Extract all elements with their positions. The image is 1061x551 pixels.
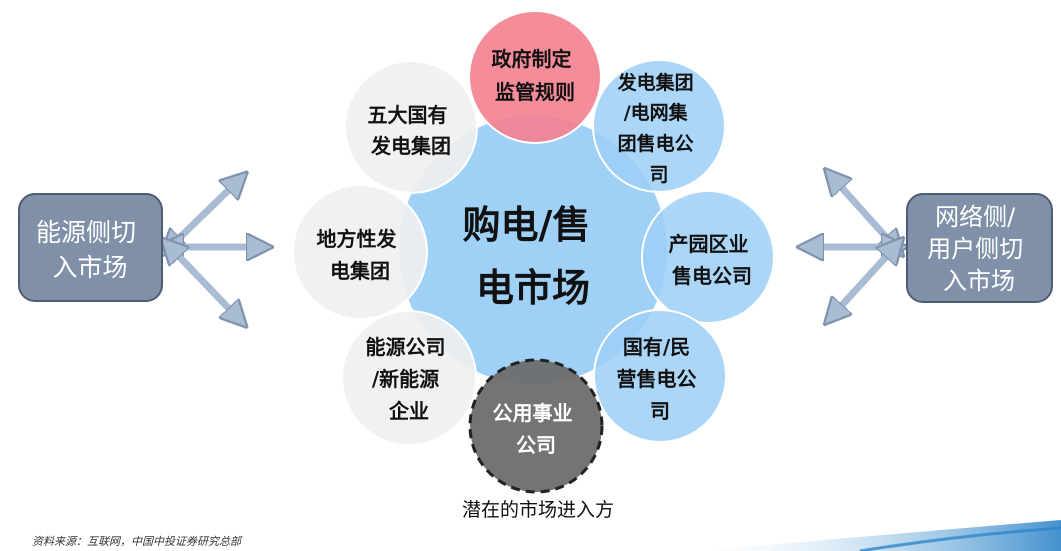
svg-text:国有/民 营售电公 司: 国有/民 营售电公 司 bbox=[617, 335, 704, 423]
decorative-swoosh-line bbox=[859, 526, 1061, 551]
right-entry-box: 网络侧/ 用户侧切 入市场 bbox=[906, 193, 1053, 303]
svg-text:公用事业 公司: 公用事业 公司 bbox=[493, 401, 580, 457]
left-entry-box: 能源侧切 入市场 bbox=[18, 193, 163, 302]
satellite-five-state-gen: 五大国有 发电集团 bbox=[344, 60, 478, 194]
satellite-state-private-sales: 国有/民 营售电公 司 bbox=[593, 309, 727, 443]
satellite-gen-grid-sales: 发电集团 /电网集 团售电公 司 bbox=[592, 59, 726, 193]
decorative-swoosh bbox=[700, 520, 1061, 551]
svg-text:产园区业 售电公司: 产园区业 售电公司 bbox=[669, 232, 756, 288]
svg-text:政府制定 监管规则: 政府制定 监管规则 bbox=[492, 47, 579, 104]
svg-text:能源公司 /新能源 企业: 能源公司 /新能源 企业 bbox=[366, 335, 453, 423]
right-arrows bbox=[810, 178, 895, 315]
left-arrows bbox=[170, 181, 260, 318]
svg-text:发电集团 /电网集 团售电公: 发电集团 /电网集 团售电公 司 bbox=[617, 71, 701, 186]
source-note: 资料来源：互联网，中国中投证券研究总部 bbox=[32, 535, 243, 548]
satellite-energy-company: 能源公司 /新能源 企业 bbox=[341, 310, 477, 446]
right-entry-label: 网络侧/ 用户侧切 入市场 bbox=[927, 203, 1031, 295]
svg-text:五大国有 发电集团: 五大国有 发电集团 bbox=[368, 103, 455, 158]
satellite-industrial-park: 产园区业 售电公司 bbox=[641, 190, 775, 324]
satellite-local-gen: 地方性发 电集团 bbox=[292, 184, 428, 320]
center-market-label: 购电/售 电市场 bbox=[462, 203, 603, 310]
left-entry-label: 能源侧切 入市场 bbox=[36, 218, 144, 282]
potential-entrants-caption: 潜在的市场进入方 bbox=[462, 499, 614, 521]
svg-text:地方性发 电集团: 地方性发 电集团 bbox=[317, 227, 404, 283]
satellite-public-utility: 公用事业 公司 bbox=[468, 358, 604, 494]
satellite-government-regulation: 政府制定 监管规则 bbox=[468, 10, 602, 144]
